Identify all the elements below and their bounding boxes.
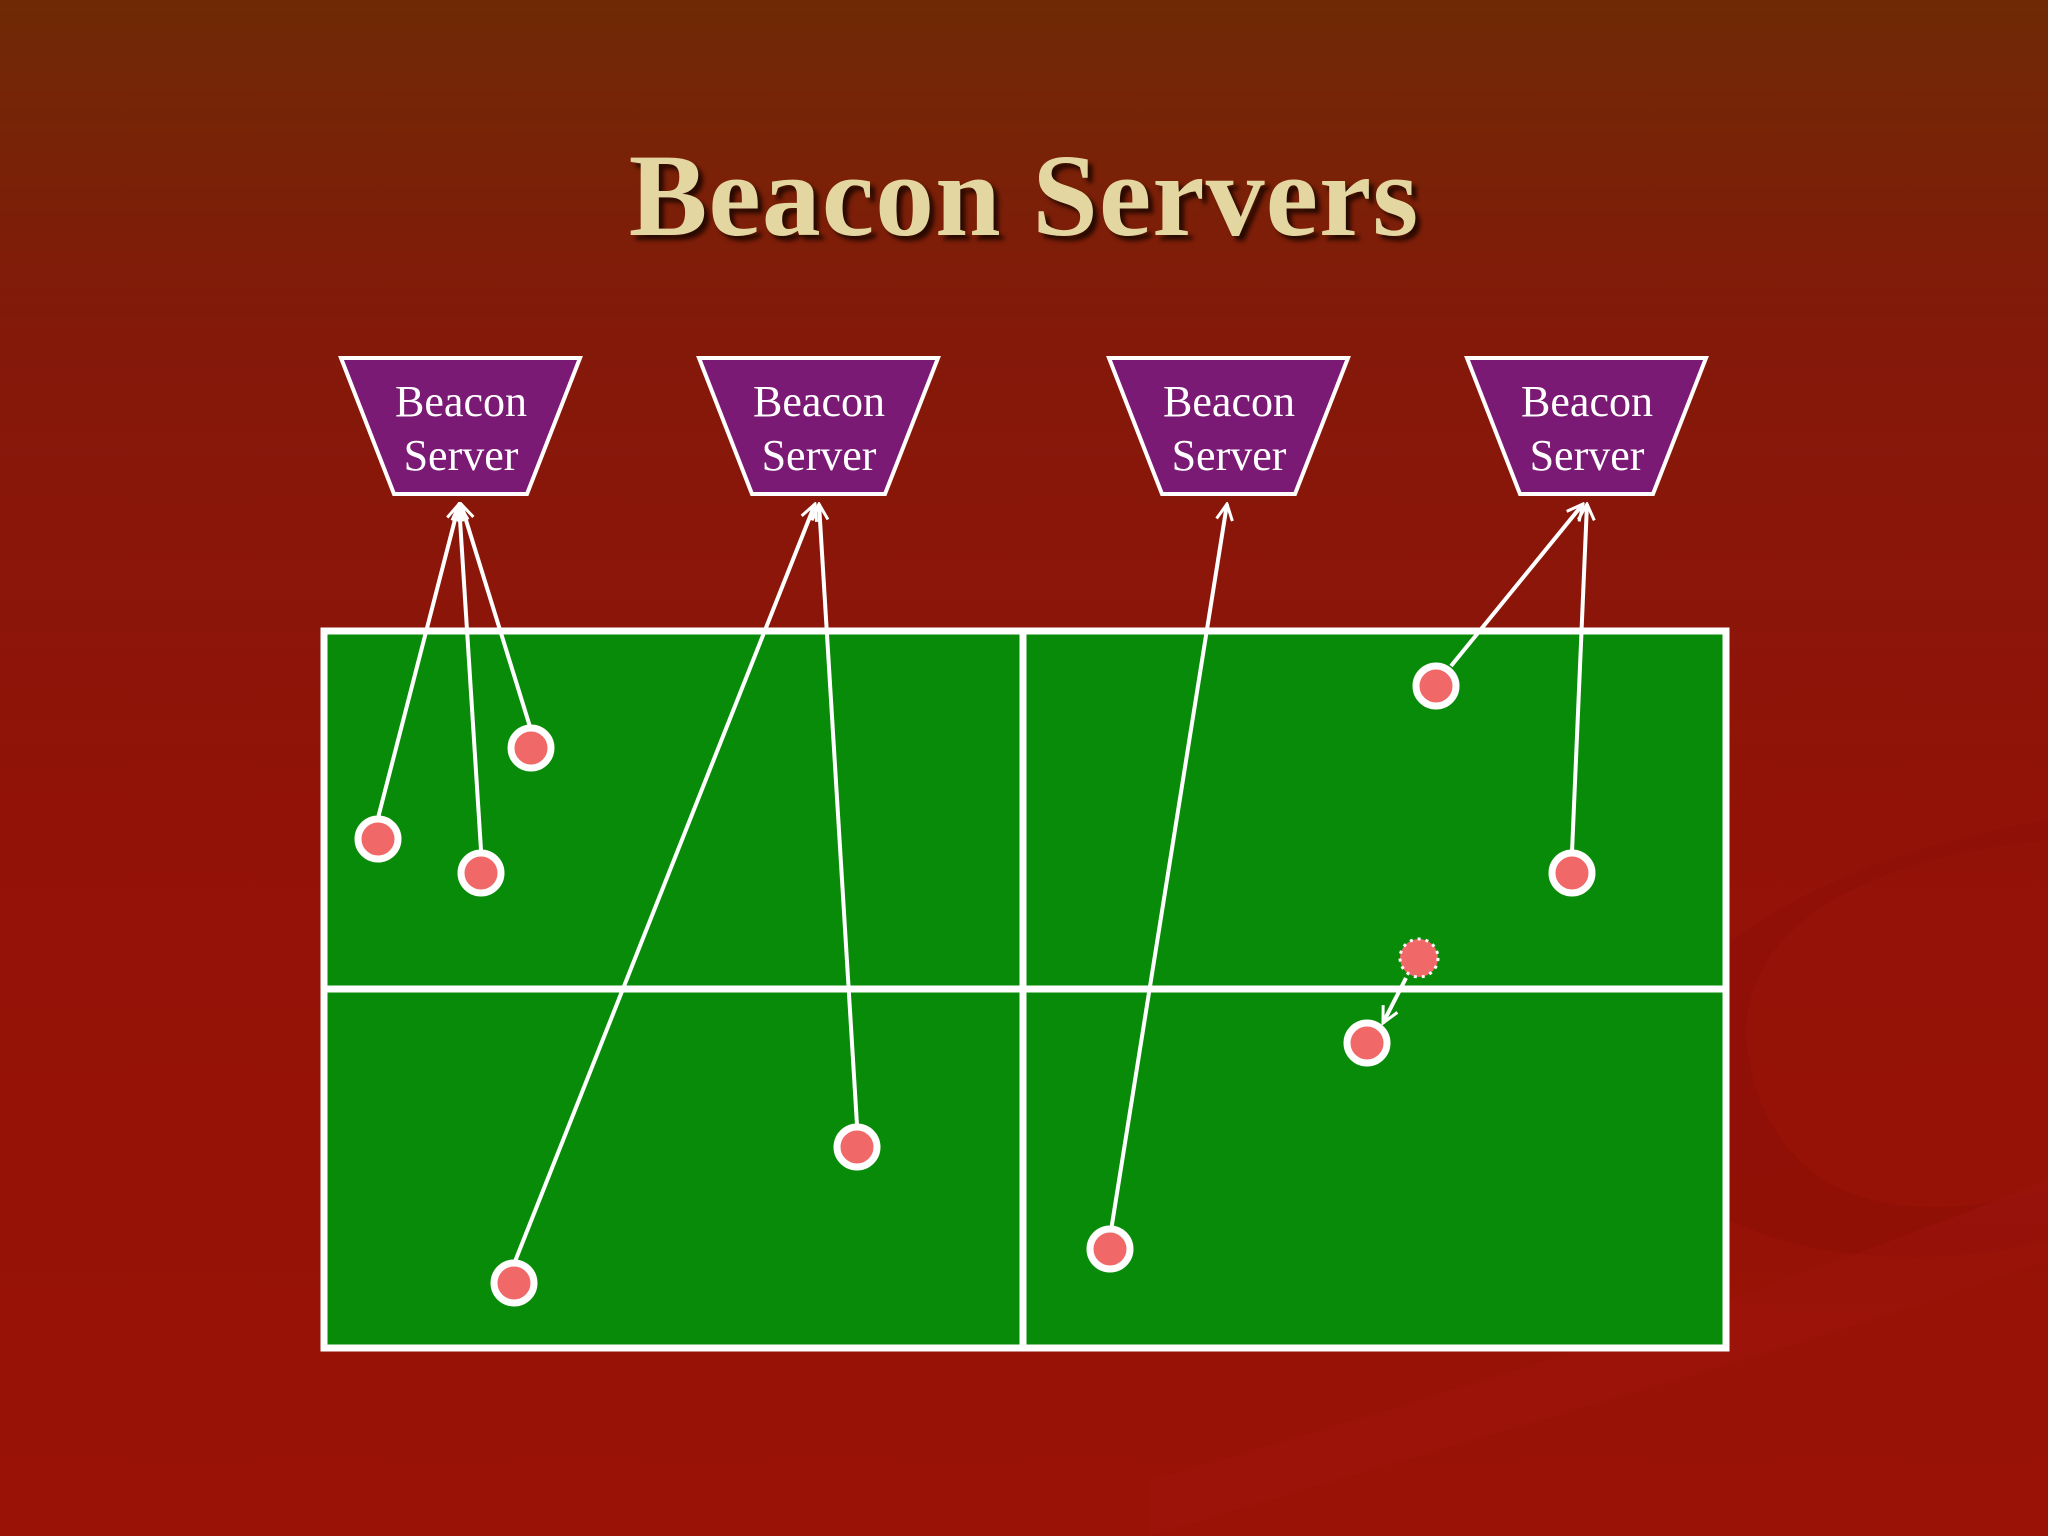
beacon-server-1: Beacon Server [338,356,583,496]
arrow-n6-server3 [1108,504,1227,1238]
beacon-server-label-line1: Beacon [753,377,885,426]
node [1343,1019,1391,1067]
node [507,724,555,772]
node [1548,849,1596,897]
beacon-server-3: Beacon Server [1106,356,1351,496]
slide-title: Beacon Servers [628,130,1420,261]
beacon-server-2: Beacon Server [696,356,941,496]
arrow-n7-server4 [1449,504,1583,668]
arrow-n1-server1 [376,504,459,819]
arrow-n5-server2 [819,504,859,1126]
connection-arrows [376,504,1587,1265]
arrow-n2-server1 [459,504,483,851]
beacon-server-label-line2: Server [1172,431,1287,480]
node [354,815,402,863]
beacon-server-label-line1: Beacon [395,377,527,426]
node-previous-position [1398,937,1440,979]
beacon-server-label-line1: Beacon [1521,377,1653,426]
nodes [354,662,1596,1307]
region-grid [320,627,1730,1352]
arrow-n8-server4 [1570,504,1587,853]
arrow-n3-server1 [461,504,533,731]
arrow-n4-server2 [512,504,815,1265]
node [1412,662,1460,710]
beacon-server-label-line1: Beacon [1163,377,1295,426]
beacon-server-4: Beacon Server [1464,356,1709,496]
node [490,1259,538,1307]
node [833,1123,881,1171]
node [1086,1225,1134,1273]
node [457,849,505,897]
beacon-server-label-line2: Server [404,431,519,480]
beacon-server-label-line2: Server [762,431,877,480]
arrow-move-n9-n10 [1381,977,1408,1023]
beacon-server-label-line2: Server [1530,431,1645,480]
